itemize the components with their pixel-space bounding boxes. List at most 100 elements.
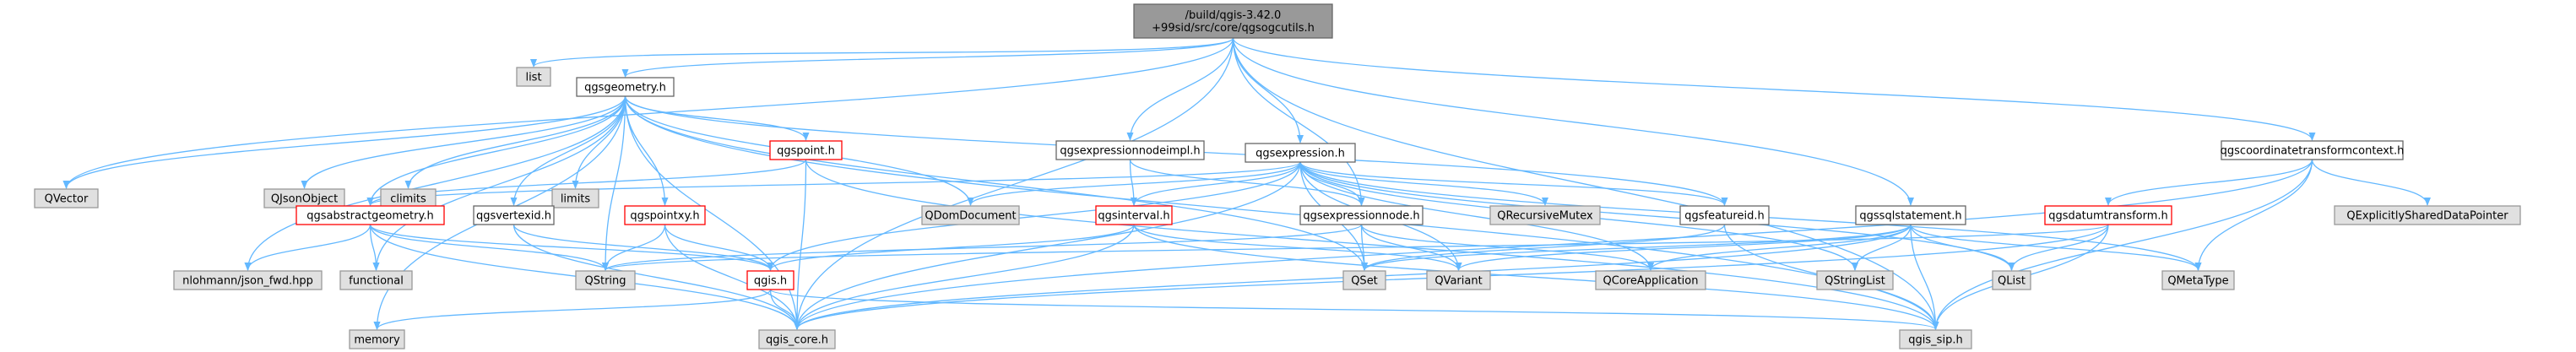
node-qlist[interactable]: QList [1992,270,2031,290]
node-box-qstringlist [1816,270,1894,290]
node-label-qlist: QList [1998,275,2026,288]
edge-qgsexpression-to-qgis [767,161,1301,271]
node-box-qdomdocument [921,205,1020,225]
node-box-qexplicitlyshareddatapointer [2334,205,2521,225]
node-label-qgssqlstatement: qgssqlstatement.h [1859,210,1961,223]
node-functional[interactable]: functional [339,270,413,290]
edge-qgsinterval-to-qgis [767,224,1135,271]
node-qjsonobject[interactable]: QJsonObject [263,188,345,208]
node-memory[interactable]: memory [349,329,405,349]
edge-qgssqlstatement-to-qset [1361,224,1912,271]
node-qgscoordinatetransformcontext[interactable]: qgscoordinatetransformcontext.h [2221,140,2405,160]
edge-qgspointxy-to-qgis [664,224,774,271]
node-box-qgsdatumtransform [2044,205,2172,225]
edge-qgscoordinatetransformcontext-to-qgsdatumtransform [2105,159,2313,206]
edge-qgsinterval-to-qgis_sip [1133,224,1939,330]
node-qgspoint[interactable]: qgspoint.h [769,140,843,160]
node-nlohmann[interactable]: nlohmann/json_fwd.hpp [173,270,323,290]
edge-qgsvertexid-to-qgis_core [512,224,800,330]
node-limits[interactable]: limits [551,188,599,208]
node-qgis[interactable]: qgis.h [746,270,794,290]
node-label-nlohmann: nlohmann/json_fwd.hpp [182,275,313,288]
node-qgsvertexid[interactable]: qgsvertexid.h [473,205,555,225]
edges-layer [62,37,2431,330]
node-qvariant[interactable]: QVariant [1426,270,1491,290]
node-box-list [516,67,551,87]
node-box-qgsfeatureid [1679,205,1770,225]
node-qstring[interactable]: QString [575,270,636,290]
node-qvector[interactable]: QVector [34,188,99,208]
node-box-qset [1342,270,1386,290]
node-qgspointxy[interactable]: qgspointxy.h [624,205,706,225]
node-box-qvector [34,188,99,208]
edge-qgsexpressionnodeimpl-to-qgsinterval [1129,159,1137,206]
edge-qgsgeometry-to-qstring [602,95,626,271]
node-qstringlist[interactable]: QStringList [1816,270,1894,290]
node-qgsexpressionnode[interactable]: qgsexpressionnode.h [1299,205,1424,225]
node-label-qgspoint: qgspoint.h [777,145,835,158]
node-root[interactable]: /build/qgis-3.42.0+99sid/src/core/qgsogc… [1133,3,1333,39]
node-label-qexplicitlyshareddatapointer: QExplicitlySharedDataPointer [2346,210,2508,223]
node-qgsgeometry[interactable]: qgsgeometry.h [576,77,675,97]
edge-qgsinterval-to-qvariant [1133,224,1462,271]
edge-qgis-to-qgis_core [769,289,800,330]
edge-qgscoordinatetransformcontext-to-qmetatype [2194,159,2313,271]
node-label-qrecursivemutex: QRecursiveMutex [1497,210,1593,223]
node-qmetatype[interactable]: QMetaType [2161,270,2235,290]
node-qgsexpression[interactable]: qgsexpression.h [1245,143,1356,163]
edge-qgsgeometry-to-qgsvertexid [510,95,626,206]
node-label-climits: climits [390,193,426,206]
node-label-qdomdocument: QDomDocument [925,210,1016,223]
node-qset[interactable]: QSet [1342,270,1386,290]
node-qgsfeatureid[interactable]: qgsfeatureid.h [1679,205,1770,225]
node-qrecursivemutex[interactable]: QRecursiveMutex [1489,205,1601,225]
edge-qgis-to-qgis_sip [769,289,1939,330]
node-qgsabstractgeometry[interactable]: qgsabstractgeometry.h [296,205,445,225]
node-qgis_sip[interactable]: qgis_sip.h [1899,329,1972,349]
node-qgsexpressionnodeimpl[interactable]: qgsexpressionnodeimpl.h [1055,140,1205,160]
edge-qgsgeometry-to-nlohmann [244,95,626,271]
node-label-qgsabstractgeometry: qgsabstractgeometry.h [306,210,433,223]
edge-root-to-qgsexpressionnodeimpl [1126,37,1234,141]
edge-root-to-qgsgeometry [621,37,1234,78]
node-climits[interactable]: climits [380,188,437,208]
node-list[interactable]: list [516,67,551,87]
node-box-qgsexpressionnodeimpl [1055,140,1205,160]
node-qgis_core[interactable]: qgis_core.h [758,329,836,349]
node-label-qmetatype: QMetaType [2167,275,2228,288]
edge-qgsexpression-to-qdomdocument [967,161,1301,206]
edge-qgsvertexid-to-qgis [512,224,774,271]
node-qgsdatumtransform[interactable]: qgsdatumtransform.h [2044,205,2172,225]
node-qgsinterval[interactable]: qgsinterval.h [1095,205,1173,225]
edge-qgsexpression-to-qgsabstractgeometry [366,161,1301,206]
edge-qgsgeometry-to-qjsonobject [301,95,626,189]
edge-qgsgeometry-to-qgspoint [624,95,810,141]
node-label-qset: QSet [1351,275,1378,288]
node-label-qvariant: QVariant [1434,275,1482,288]
node-qgssqlstatement[interactable]: qgssqlstatement.h [1855,205,1966,225]
edge-qgsgeometry-to-climits [404,95,626,189]
node-box-qgsexpressionnode [1299,205,1424,225]
node-box-qgis [746,270,794,290]
node-box-functional [339,270,413,290]
node-label-qgis_core: qgis_core.h [766,334,828,347]
node-box-root [1133,3,1333,39]
nodes-layer: /build/qgis-3.42.0+99sid/src/core/qgsogc… [34,3,2521,349]
node-label-qgspointxy: qgspointxy.h [630,210,699,223]
edge-root-to-qgscoordinatetransformcontext [1232,37,2316,141]
node-box-qgsinterval [1095,205,1173,225]
node-label-qjsonobject: QJsonObject [271,193,338,206]
node-box-qgsabstractgeometry [296,205,445,225]
edge-root-to-list [530,37,1234,68]
node-box-qgspointxy [624,205,706,225]
edge-qgssqlstatement-to-qvariant [1455,224,1912,271]
node-box-qrecursivemutex [1489,205,1601,225]
edge-qgsexpressionnodeimpl-to-qgsexpressionnode [1129,159,1365,206]
edge-qgis-to-memory [373,289,772,330]
node-label-qstring: QString [584,275,626,288]
node-qexplicitlyshareddatapointer[interactable]: QExplicitlySharedDataPointer [2334,205,2521,225]
node-qcoreapplication[interactable]: QCoreApplication [1595,270,1706,290]
node-box-qlist [1992,270,2031,290]
edge-qgscoordinatetransformcontext-to-qexplicitlyshareddatapointer [2311,159,2431,206]
node-qdomdocument[interactable]: QDomDocument [921,205,1020,225]
